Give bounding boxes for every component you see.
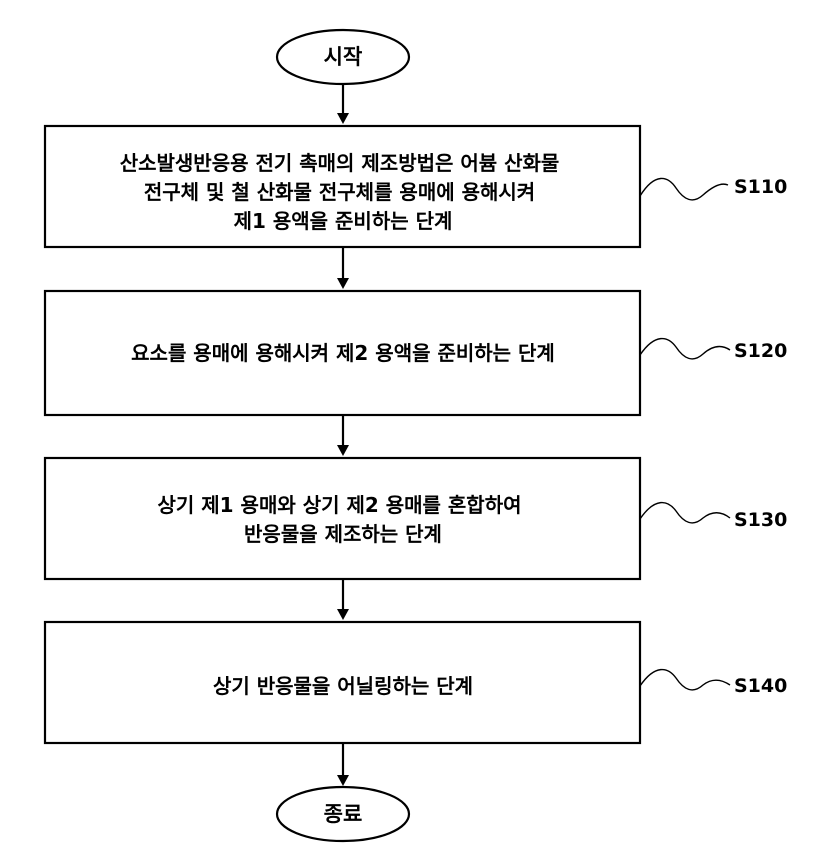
step-s140-text: 상기 반응물을 어닐링하는 단계 [213, 674, 473, 698]
arrow-s140-to-end [337, 743, 349, 786]
step-s120-leader [640, 339, 730, 359]
step-s110-line-2: 전구체 및 철 산화물 전구체를 용매에 용해시켜 [144, 180, 535, 204]
start-label: 시작 [324, 45, 363, 69]
step-s130-line-1: 상기 제1 용매와 상기 제2 용매를 혼합하여 [158, 493, 522, 517]
step-s140: 상기 반응물을 어닐링하는 단계 S140 [45, 622, 787, 743]
step-s130-box [45, 458, 640, 579]
step-s140-line-1: 상기 반응물을 어닐링하는 단계 [213, 674, 473, 698]
step-s120-line-1: 요소를 용매에 용해시켜 제2 용액을 준비하는 단계 [131, 341, 555, 365]
start-terminal: 시작 [277, 30, 409, 84]
step-s110-label: S110 [734, 176, 787, 198]
step-s130-leader [640, 503, 730, 523]
step-s110: 산소발생반응용 전기 촉매의 제조방법은 어븀 산화물 전구체 및 철 산화물 … [45, 126, 787, 247]
arrow-start-to-s110 [337, 84, 349, 124]
step-s120-label: S120 [734, 340, 787, 362]
end-terminal: 종료 [277, 787, 409, 841]
arrow-s120-to-s130 [337, 415, 349, 456]
step-s130-line-2: 반응물을 제조하는 단계 [244, 522, 442, 546]
step-s110-line-3: 제1 용액을 준비하는 단계 [234, 209, 453, 233]
step-s120: 요소를 용매에 용해시켜 제2 용액을 준비하는 단계 S120 [45, 291, 787, 415]
step-s110-line-1: 산소발생반응용 전기 촉매의 제조방법은 어븀 산화물 [120, 151, 560, 175]
step-s130-label: S130 [734, 509, 787, 531]
arrow-s130-to-s140 [337, 579, 349, 620]
step-s130: 상기 제1 용매와 상기 제2 용매를 혼합하여 반응물을 제조하는 단계 S1… [45, 458, 787, 579]
end-label: 종료 [324, 802, 363, 826]
step-s120-text: 요소를 용매에 용해시켜 제2 용액을 준비하는 단계 [131, 341, 555, 365]
arrow-s110-to-s120 [337, 247, 349, 289]
step-s140-leader [640, 670, 730, 690]
step-s140-label: S140 [734, 675, 787, 697]
step-s110-leader [640, 178, 728, 199]
